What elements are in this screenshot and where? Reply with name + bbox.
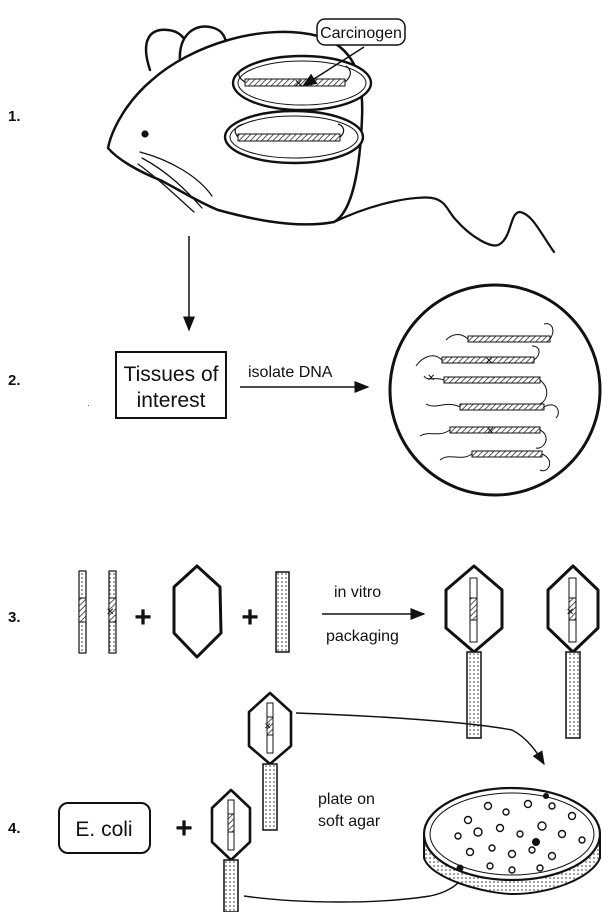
svg-text:✕: ✕: [485, 356, 493, 367]
phage-icon-mutant: ✕: [548, 566, 598, 738]
svg-text:✕: ✕: [427, 373, 435, 384]
isolate-dna-label: isolate DNA: [248, 364, 333, 381]
step-number-2: 2.: [8, 372, 21, 389]
dna-fragment-mutated: ✕: [106, 571, 116, 653]
plate-label-line2: soft agar: [318, 813, 381, 830]
phage-infecting-upper: ✕: [249, 693, 291, 830]
step-number-4: 4.: [8, 820, 21, 837]
packaging-label: packaging: [326, 628, 399, 645]
ecoli-label: E. coli: [75, 818, 132, 841]
step-number-3: 3.: [8, 609, 21, 626]
dna-fragment-plain: [79, 571, 86, 653]
tissue-oval-upper: ✕: [233, 56, 371, 110]
dna-sample-icon: ✕ ✕ ✕: [390, 285, 600, 495]
plus-sign-2: +: [241, 601, 259, 634]
mouse-eye: [141, 130, 148, 137]
plate-label-line1: plate on: [318, 791, 375, 808]
svg-text:✕: ✕: [486, 426, 494, 437]
phage-infecting-lower: [212, 790, 250, 912]
stray-mark: ·: [87, 401, 90, 410]
tissue-oval-lower: [225, 111, 363, 163]
carcinogen-label: Carcinogen: [320, 25, 402, 42]
arrow-lower-phage-to-plate: [244, 872, 466, 902]
svg-text:✕: ✕: [264, 722, 272, 732]
tissues-label-line2: interest: [137, 389, 206, 412]
tissues-label-line1: Tissues of: [124, 363, 219, 386]
phage-icon: [446, 566, 502, 738]
phage-head-empty: [174, 566, 221, 657]
svg-text:✕: ✕: [566, 607, 574, 618]
svg-text:✕: ✕: [106, 607, 114, 618]
arrow-upper-phage-to-plate: [296, 713, 544, 764]
plus-sign-1: +: [134, 601, 152, 634]
petri-dish-icon: [424, 788, 600, 894]
plus-sign-3: +: [175, 812, 193, 845]
in-vitro-label: in vitro: [334, 584, 381, 601]
svg-text:✕: ✕: [294, 77, 303, 90]
phage-tail-empty: [276, 572, 289, 652]
step-number-1: 1.: [8, 108, 21, 125]
